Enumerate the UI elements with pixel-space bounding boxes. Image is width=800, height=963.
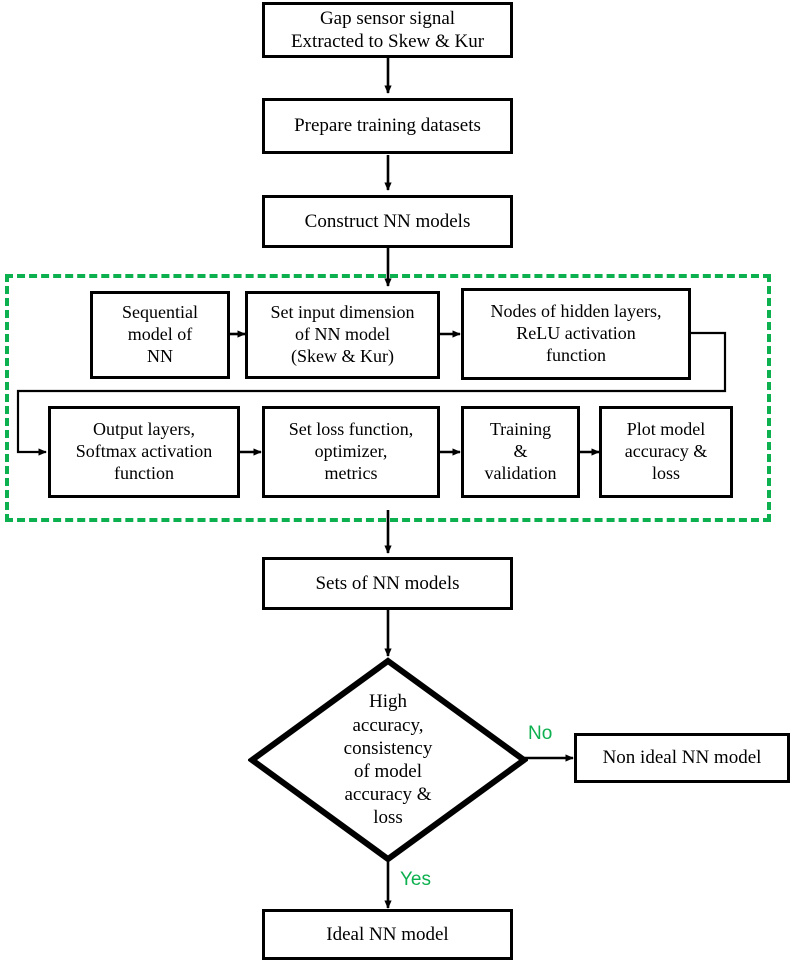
node-plot-model-accuracy-loss: Plot model accuracy & loss [599, 406, 733, 498]
node-set-loss-function: Set loss function, optimizer, metrics [262, 406, 440, 498]
node-set-input-dimension: Set input dimension of NN model (Skew & … [245, 291, 440, 379]
node-non-ideal-nn-model: Non ideal NN model [574, 733, 790, 783]
node-gap-sensor-signal: Gap sensor signal Extracted to Skew & Ku… [262, 2, 513, 58]
decision-label: High accuracy, consistency of model accu… [343, 691, 433, 829]
edge-label-no: No [528, 723, 553, 744]
node-sets-of-nn-models: Sets of NN models [262, 557, 513, 610]
node-construct-nn-models: Construct NN models [262, 195, 513, 248]
node-decision-high-accuracy: High accuracy, consistency of model accu… [248, 657, 528, 863]
node-training-validation: Training & validation [461, 406, 580, 498]
diamond-shape [248, 657, 528, 863]
node-sequential-model-of-nn: Sequential model of NN [90, 291, 230, 379]
node-output-layers-softmax: Output layers, Softmax activation functi… [48, 406, 240, 498]
edge-label-yes: Yes [400, 869, 431, 890]
node-hidden-layers-relu: Nodes of hidden layers, ReLU activation … [461, 288, 691, 380]
node-prepare-training-datasets: Prepare training datasets [262, 98, 513, 154]
node-ideal-nn-model: Ideal NN model [262, 909, 513, 960]
